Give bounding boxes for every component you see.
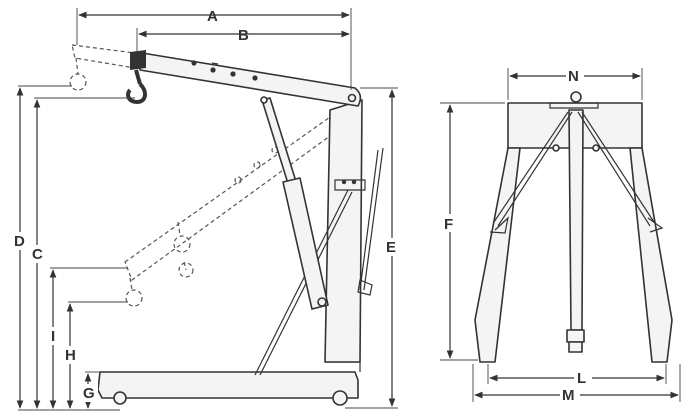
dimension-l-label: L: [577, 370, 586, 387]
dimension-h-label: H: [65, 347, 76, 364]
dimension-i-label: I: [51, 328, 55, 345]
dimension-d-label: D: [14, 233, 25, 250]
dimension-a-label: A: [207, 8, 218, 25]
mast-brace: [254, 189, 349, 376]
dimension-n-label: N: [568, 68, 579, 85]
crane-boom: [135, 51, 362, 107]
crane-front-view: N F L M: [440, 66, 681, 404]
front-right-leg: [629, 147, 673, 363]
pump-handle: [357, 147, 384, 296]
front-wheel: [332, 390, 348, 406]
dimension-g-label: G: [83, 385, 95, 402]
dimension-e-label: E: [386, 239, 396, 256]
dimension-f-label: F: [444, 216, 453, 233]
dimension-c-label: C: [32, 246, 43, 263]
rear-wheel: [113, 391, 127, 405]
dimension-b-label: B: [238, 27, 249, 44]
front-center-column: [568, 109, 584, 331]
hydraulic-ram: [260, 96, 329, 310]
ghost-boom-raised: [69, 44, 136, 91]
crane-side-view: A B D C I H G E: [12, 8, 402, 411]
crane-mast: [324, 99, 366, 363]
front-left-leg: [474, 147, 521, 363]
boom-hook: [126, 50, 147, 105]
dimension-m-label: M: [562, 387, 575, 404]
crane-base: [97, 361, 361, 406]
